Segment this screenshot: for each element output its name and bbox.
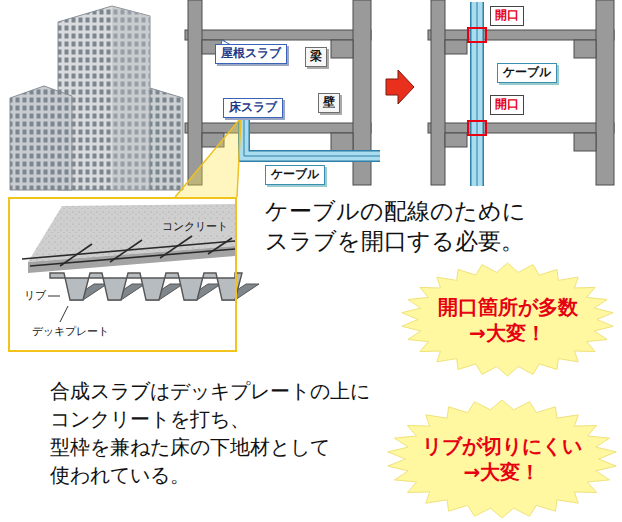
tower-windows — [10, 86, 72, 190]
inset-ground — [9, 198, 236, 351]
starburst-shape — [386, 399, 618, 519]
opening-mark — [468, 28, 486, 42]
cable — [244, 118, 380, 156]
building-section — [428, 0, 614, 185]
buildings — [10, 6, 183, 190]
rebar — [22, 236, 235, 266]
node-text: ケーブル — [503, 65, 551, 81]
note-text: 合成スラブはデッキプレートの上に コンクリートを打ち、 型枠を兼ねた床の下地材と… — [50, 377, 382, 489]
node-text: 開口箇所が多数 →大変！ — [428, 294, 588, 346]
callout-box: 開口 — [490, 95, 524, 115]
cable-outline — [470, 2, 484, 186]
cable-outline — [244, 118, 380, 156]
node-text: 壁 — [323, 95, 335, 111]
rib-profile — [50, 273, 242, 300]
node-text: 梁 — [310, 49, 322, 65]
callout-box: 梁 — [305, 47, 327, 67]
tower-side — [112, 6, 150, 190]
node-text: 開口 — [495, 97, 519, 113]
callout-box: 屋根スラブ — [215, 44, 287, 64]
part-label: コンクリート — [160, 220, 230, 233]
node-text: リブが切りにくい →大変！ — [422, 433, 582, 485]
part-label: リブ — [22, 289, 48, 302]
note-text: ケーブルの配線のために スラブを開口する必要。 — [265, 197, 541, 257]
leader-line — [46, 296, 60, 297]
callout-box: 開口 — [490, 6, 524, 26]
cable-line — [477, 2, 478, 186]
arrow — [386, 70, 414, 104]
callout-box: 壁 — [318, 93, 340, 113]
starburst-outline — [402, 263, 613, 376]
node-text: 開口 — [495, 8, 519, 24]
inset-panel: コンクリートリブデッキプレート — [8, 197, 237, 352]
starburst: リブが切りにくい →大変！ — [386, 399, 618, 519]
node-text: 屋根スラブ — [221, 46, 281, 62]
starburst-outline — [388, 400, 616, 518]
deck-plate — [50, 273, 259, 300]
node-text: ケーブル — [271, 167, 319, 183]
cable — [472, 2, 483, 186]
node-text: 床スラブ — [229, 100, 277, 116]
callout-box: 床スラブ — [223, 98, 283, 118]
tower-windows — [150, 88, 183, 190]
starburst: 開口箇所が多数 →大変！ — [400, 262, 615, 377]
callout-box: ケーブル — [265, 165, 325, 185]
cable-line — [244, 118, 380, 156]
opening-mark — [468, 121, 486, 135]
part-label: デッキプレート — [30, 325, 111, 338]
leader-line — [60, 306, 68, 322]
leader-connector — [175, 118, 241, 197]
starburst-shape — [400, 262, 615, 377]
callout-box: ケーブル — [497, 63, 557, 83]
tower — [150, 88, 183, 190]
tower — [10, 86, 72, 190]
